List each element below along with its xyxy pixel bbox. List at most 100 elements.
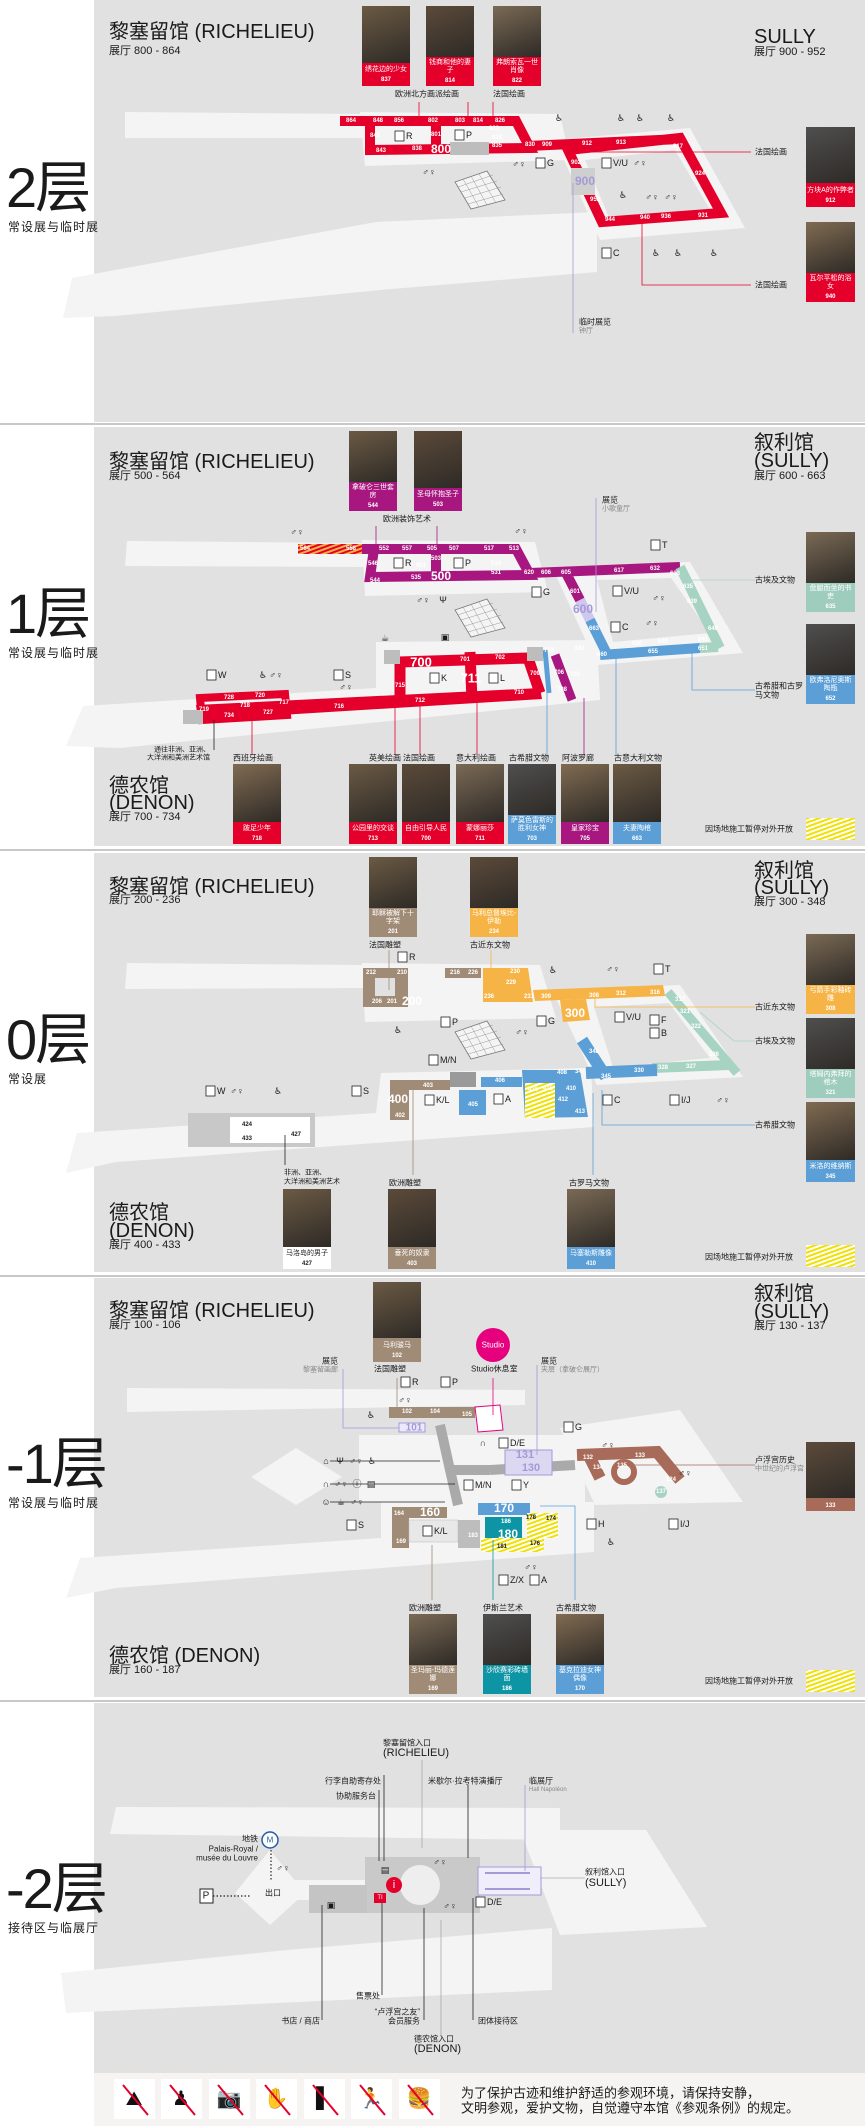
room-number: 328 <box>658 1065 669 1071</box>
elevator-access-code: S <box>363 1086 369 1096</box>
room-number: 200 <box>402 994 422 1008</box>
map-label: 会员服务 <box>388 2016 420 2026</box>
artwork-title: 方块A的作弊者 <box>807 186 854 194</box>
elevator-icon <box>668 1518 679 1530</box>
room-number: 408 <box>557 1070 568 1076</box>
room-number: 552 <box>379 546 390 552</box>
elevator-access-code: I/J <box>680 1519 690 1529</box>
room-number: 178 <box>526 1515 537 1521</box>
baby-care-icon: ☺ <box>321 1497 330 1507</box>
information-desk-marker <box>386 1877 402 1893</box>
room-number: 931 <box>698 213 709 219</box>
map-label: 通往非洲、亚洲、 <box>154 745 210 754</box>
no-leaning-icon: ▌ <box>304 2079 345 2119</box>
map-label: 展览 <box>322 1356 338 1366</box>
room-number: 650 <box>632 641 643 647</box>
map-label: “卢浮宫之友” <box>375 2007 421 2017</box>
artwork-room: 837 <box>380 77 391 83</box>
room-number: 632 <box>650 566 661 572</box>
elevator-access-code: R <box>406 131 413 141</box>
elevator-access-code: M/N <box>475 1480 492 1490</box>
room-number: 912 <box>582 141 593 147</box>
audioguide-icon: ∩ <box>323 1479 329 1489</box>
room-number: 856 <box>394 118 405 124</box>
map-label: 法国雕塑 <box>374 1364 406 1374</box>
artwork-title: 欧弗洛尼奥斯陶瓶 <box>809 677 852 692</box>
elevator-access-code: C <box>613 248 620 258</box>
room-number: 557 <box>402 546 413 552</box>
cloakroom-icon: ⌂ <box>323 1456 328 1466</box>
room-number: 843 <box>376 148 387 154</box>
accessible-icon: ♿ <box>607 1537 615 1547</box>
room-number: 706 <box>554 670 565 676</box>
floor-0-map <box>66 950 855 1267</box>
elevator-access-code: W <box>218 670 227 680</box>
elevator-access-code: P <box>452 1017 458 1027</box>
toilet-icon: ♂♀ <box>339 682 353 692</box>
map-label: 伊斯兰艺术 <box>483 1603 523 1613</box>
room-number: 600 <box>573 602 593 616</box>
room-number: 424 <box>242 1122 253 1128</box>
map-label: 夹层（拿破仑展厅） <box>541 1365 604 1374</box>
map-label: Hall Napoléon <box>529 1787 567 1793</box>
artwork-card[interactable]: 133 <box>806 1442 855 1511</box>
floor-level-label: 0层 <box>6 1008 91 1071</box>
artwork-card[interactable]: 欧弗洛尼奥斯陶瓶 652 <box>806 624 855 704</box>
room-number: 135 <box>617 1463 628 1469</box>
room-number: 201 <box>387 999 398 1005</box>
map-label: 团体接待区 <box>478 2016 518 2026</box>
toilet-icon: ♂♀ <box>349 1456 363 1466</box>
room-number: 321 <box>680 1009 691 1015</box>
artwork-title: 拿破仑三世套房 <box>352 484 394 499</box>
toilet-icon: ♂♀ <box>398 1395 412 1405</box>
wing-title: 德农馆 <box>109 774 169 797</box>
room-number: 900 <box>575 174 595 188</box>
elevator-icon <box>440 1016 451 1028</box>
map-label: (RICHELIEU) <box>383 1747 449 1759</box>
map-label: 展厅 200 - 236 <box>109 893 181 906</box>
artwork-image <box>483 1614 531 1665</box>
floor-level-subtitle: 常设展与临时展 <box>8 1496 100 1510</box>
map-label: 展厅 800 - 864 <box>109 44 181 57</box>
map-label: 因场地施工暂停对外开放 <box>705 1676 793 1686</box>
room-number: 913 <box>616 140 627 146</box>
artwork-image <box>806 222 855 273</box>
room-number: 206 <box>372 999 383 1005</box>
room-number: 617 <box>614 568 625 574</box>
artwork-room: 652 <box>825 696 836 702</box>
floor-minus2-map <box>61 1760 707 2035</box>
room-number: 641 <box>698 637 709 643</box>
artwork-room: 133 <box>825 1503 836 1509</box>
room-number: 727 <box>263 710 274 716</box>
wing-title: 叙利馆 <box>754 859 814 882</box>
